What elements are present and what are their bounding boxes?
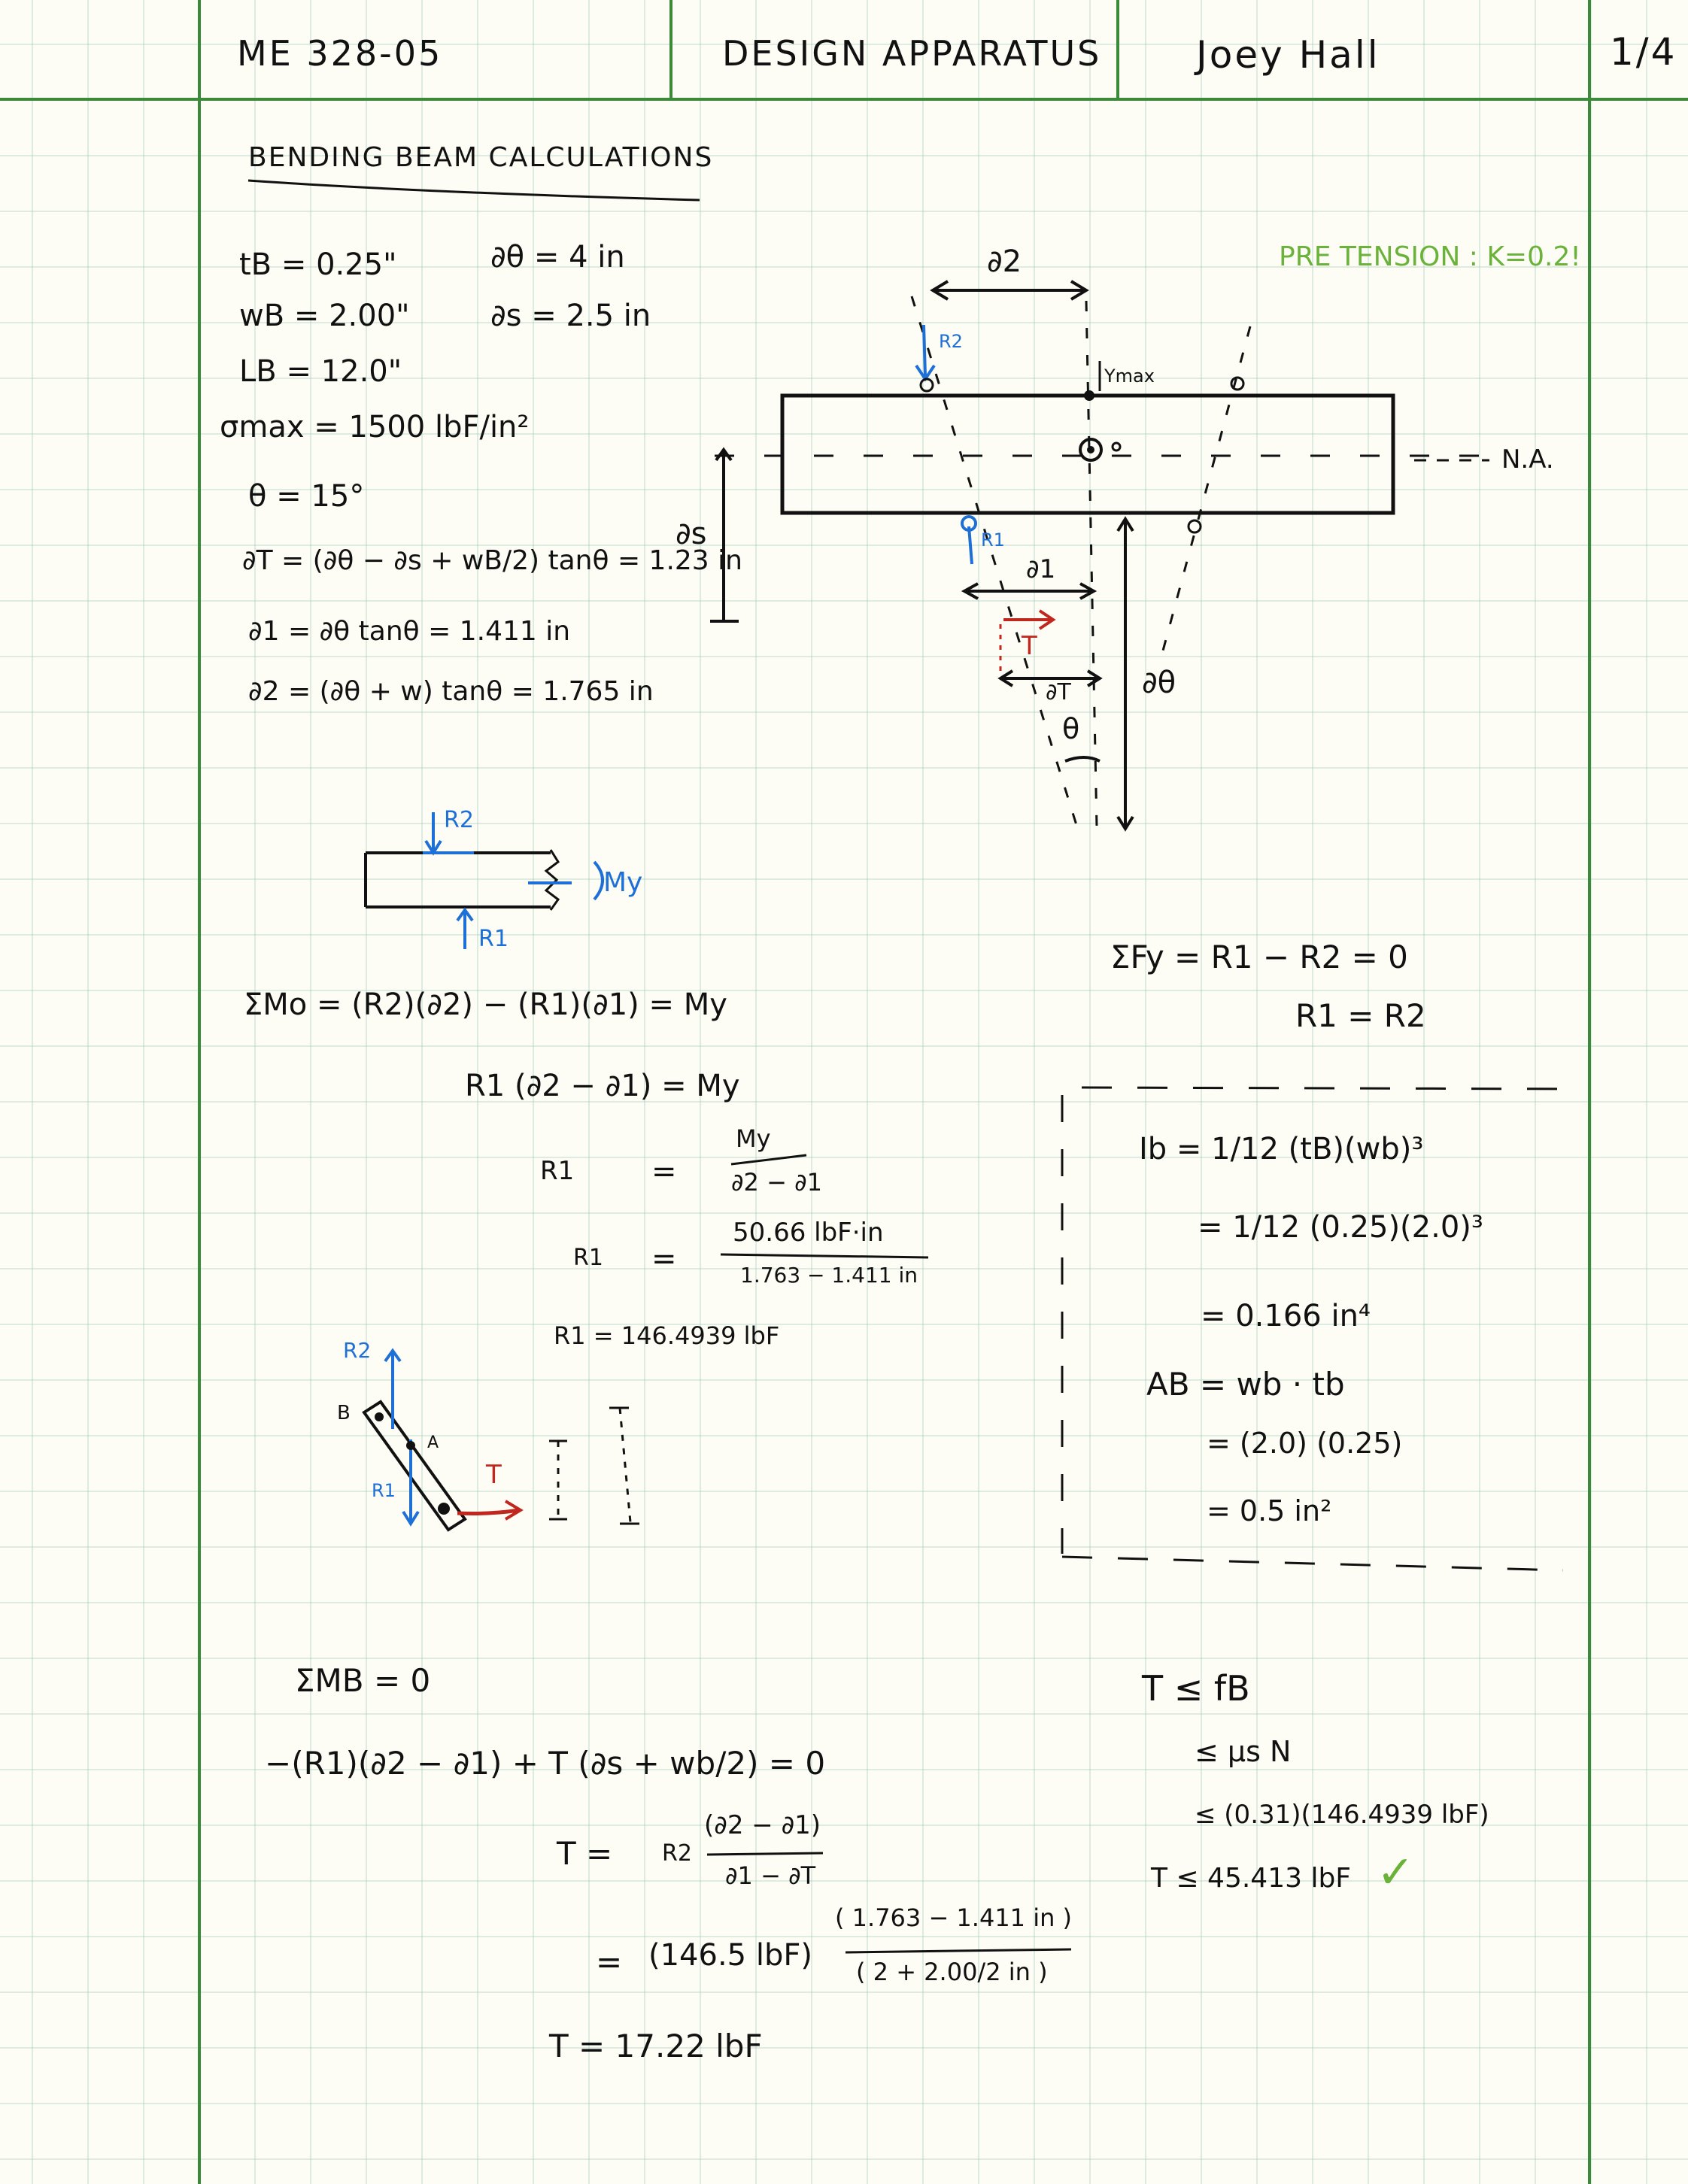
diagram-label-ymax: Ymax bbox=[1104, 366, 1155, 387]
given-d-theta: ∂θ = 4 in bbox=[490, 240, 625, 275]
diagram-label-t: T bbox=[1022, 631, 1037, 661]
right-margin-line bbox=[1588, 0, 1591, 2184]
r2-force-arrow bbox=[922, 324, 927, 377]
diagram-label-r2: R2 bbox=[939, 331, 963, 352]
check-icon: ✓ bbox=[1377, 1846, 1415, 1899]
moment-step3-eq: = bbox=[651, 1242, 677, 1276]
angle-line-left bbox=[910, 296, 1079, 828]
diagram-label-d1: ∂1 bbox=[1026, 554, 1056, 584]
course-code: ME 328-05 bbox=[237, 33, 443, 74]
tension-val-num: ( 1.763 − 1.411 in ) bbox=[835, 1903, 1073, 1932]
moment-step2-den: ∂2 − ∂1 bbox=[731, 1168, 822, 1197]
page-number: 1/4 bbox=[1610, 30, 1677, 74]
pretension-note: PRE TENSION : K=0.2! bbox=[1279, 241, 1581, 272]
header-divider-2 bbox=[1116, 0, 1119, 99]
fbd-label-r2: R2 bbox=[444, 807, 474, 833]
r1-force-arrow bbox=[967, 526, 973, 565]
given-d-s: ∂s = 2.5 in bbox=[490, 299, 651, 333]
theta-arc bbox=[1064, 756, 1101, 763]
sketch-label-t: T bbox=[486, 1460, 502, 1490]
tension-t-mid: R2 bbox=[662, 1840, 692, 1867]
angle-line-right bbox=[1158, 326, 1252, 663]
diagram-label-ds: ∂s bbox=[676, 517, 707, 551]
area-eq-3: = 0.5 in² bbox=[1207, 1494, 1332, 1527]
moment-step3-den: 1.763 − 1.411 in bbox=[740, 1263, 918, 1288]
tension-t-den: ∂1 − ∂T bbox=[725, 1861, 816, 1890]
friction-l3: ≤ (0.31)(146.4939 lbF) bbox=[1195, 1800, 1489, 1830]
diagram-label-dT: ∂T bbox=[1046, 679, 1071, 705]
diagram-label-theta: θ bbox=[1062, 712, 1080, 745]
diagram-label-d2: ∂2 bbox=[987, 244, 1022, 279]
diagram-label-na: N.A. bbox=[1501, 444, 1554, 475]
header-underline bbox=[0, 98, 1688, 101]
tension-moment-sum: ΣMB = 0 bbox=[295, 1662, 431, 1699]
sketch-label-a: A bbox=[427, 1433, 439, 1452]
tension-val-den: ( 2 + 2.00/2 in ) bbox=[856, 1958, 1048, 1986]
inertia-eq: Ib = 1/12 (tB)(wb)³ bbox=[1139, 1132, 1424, 1166]
area-eq-2: = (2.0) (0.25) bbox=[1207, 1427, 1403, 1460]
moment-step2-eq: = bbox=[651, 1154, 677, 1189]
tension-result: T = 17.22 lbF bbox=[549, 2028, 763, 2064]
given-tB: tB = 0.25" bbox=[239, 247, 397, 282]
center-line bbox=[1085, 300, 1098, 828]
eq-d1: ∂1 = ∂θ tanθ = 1.411 in bbox=[248, 616, 571, 647]
given-theta: θ = 15° bbox=[248, 479, 365, 514]
inertia-eq-3: = 0.166 in⁴ bbox=[1201, 1299, 1371, 1333]
tension-moment-eq: −(R1)(∂2 − ∂1) + T (∂s + wb/2) = 0 bbox=[265, 1745, 826, 1782]
tension-t-num: (∂2 − ∂1) bbox=[704, 1810, 821, 1840]
diagram-label-r1: R1 bbox=[981, 529, 1005, 551]
moment-step3-lhs: R1 bbox=[573, 1245, 603, 1271]
moment-step2-num: My bbox=[736, 1124, 771, 1153]
eq-dT: ∂T = (∂θ − ∂s + wB/2) tanθ = 1.23 in bbox=[242, 545, 742, 576]
area-eq: AB = wb · tb bbox=[1146, 1366, 1345, 1403]
fbd-label-r1: R1 bbox=[478, 926, 509, 952]
force-sum-eq: ΣFy = R1 − R2 = 0 bbox=[1110, 939, 1408, 975]
diagram-label-d-theta: ∂θ bbox=[1142, 666, 1176, 700]
force-result: R1 = R2 bbox=[1295, 997, 1426, 1034]
moment-sum-eq: ΣMo = (R2)(∂2) − (R1)(∂1) = My bbox=[244, 987, 727, 1022]
tension-val-mid: (146.5 lbF) bbox=[648, 1938, 812, 1973]
friction-l2: ≤ μs N bbox=[1195, 1735, 1292, 1768]
tension-t-lhs: T = bbox=[557, 1835, 613, 1872]
eq-d2: ∂2 = (∂θ + w) tanθ = 1.765 in bbox=[248, 676, 654, 707]
link-sketch bbox=[362, 1400, 467, 1532]
sketch-label-b: B bbox=[337, 1402, 351, 1424]
friction-l1: T ≤ fB bbox=[1142, 1668, 1250, 1709]
moment-step2-lhs: R1 bbox=[540, 1156, 575, 1186]
tension-val-eq: = bbox=[596, 1943, 623, 1980]
author-name: Joey Hall bbox=[1196, 33, 1380, 77]
header-divider-1 bbox=[669, 0, 672, 99]
dashed-box bbox=[1081, 1086, 1576, 1090]
sketch-label-r1: R1 bbox=[372, 1480, 396, 1501]
fbd-label-my: My bbox=[603, 867, 643, 898]
moment-step1: R1 (∂2 − ∂1) = My bbox=[465, 1069, 740, 1103]
given-wB: wB = 2.00" bbox=[239, 299, 410, 333]
page-title: DESIGN APPARATUS bbox=[722, 33, 1102, 74]
sketch-label-r2: R2 bbox=[343, 1338, 372, 1363]
given-LB: LB = 12.0" bbox=[239, 354, 402, 389]
moment-step3-num: 50.66 lbF·in bbox=[733, 1218, 884, 1248]
given-sigma: σmax = 1500 lbF/in² bbox=[220, 410, 530, 444]
moment-step4: R1 = 146.4939 lbF bbox=[554, 1321, 780, 1350]
friction-l4: T ≤ 45.413 lbF bbox=[1151, 1863, 1352, 1894]
left-margin-line bbox=[198, 0, 201, 2184]
section-title: BENDING BEAM CALCULATIONS bbox=[248, 142, 714, 173]
inertia-eq-2: = 1/12 (0.25)(2.0)³ bbox=[1198, 1210, 1483, 1245]
